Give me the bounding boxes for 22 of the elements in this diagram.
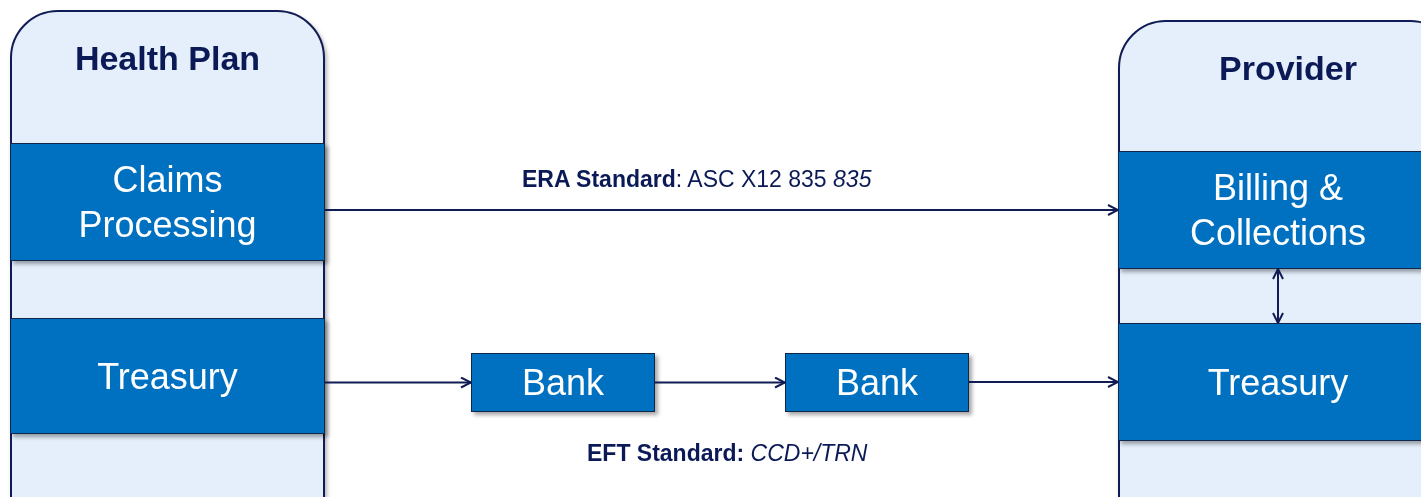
arrow: [324, 204, 1119, 216]
box-label: Treasury: [96, 354, 239, 399]
arrow: [1272, 268, 1284, 324]
process-box: [1118, 151, 1421, 269]
box-label: Billing & Collections: [1188, 166, 1368, 255]
process-box: [10, 318, 325, 434]
process-box: [10, 143, 325, 261]
arrow: [968, 376, 1119, 388]
box-label: Bank: [521, 361, 605, 405]
panel-title: Health Plan: [73, 39, 262, 78]
box-label: Claims Processing: [77, 158, 258, 247]
bank-box: [785, 353, 969, 412]
arrow: [324, 376, 472, 389]
panel-title: Provider: [1218, 49, 1358, 88]
box-label: Treasury: [1206, 360, 1350, 405]
box-label: Bank: [835, 361, 919, 405]
health-plan-panel: [10, 10, 325, 497]
provider-panel: [1118, 20, 1421, 497]
arrow: [654, 376, 786, 389]
process-box: [1118, 323, 1421, 441]
bank-box: [471, 353, 655, 412]
note-text: EFT Standard: CCD+/TRN: [587, 440, 868, 467]
